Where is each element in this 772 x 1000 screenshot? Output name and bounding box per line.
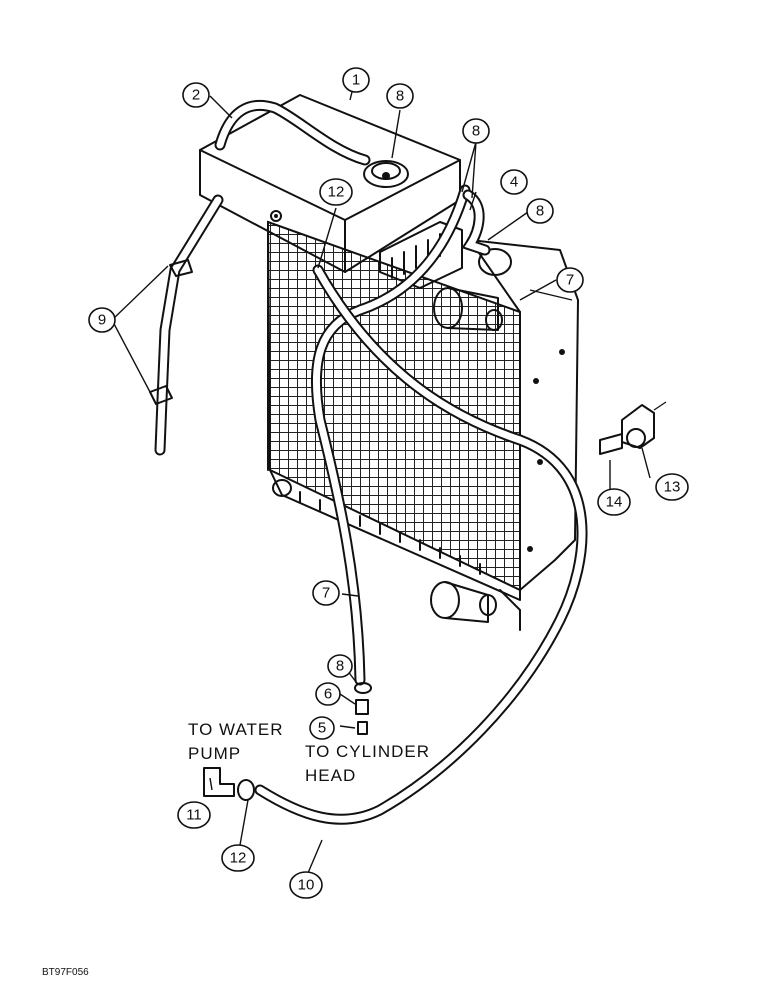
callout-10: 10 [289, 871, 323, 899]
svg-text:6: 6 [324, 686, 332, 703]
svg-text:2: 2 [192, 87, 200, 104]
hose-4 [461, 189, 491, 256]
note-water-pump-line1: TO WATER [188, 720, 284, 739]
callout-12-top: 12 [319, 178, 353, 206]
figure-id: BT97F056 [42, 967, 89, 978]
callout-7-lower: 7 [312, 580, 340, 606]
leader-lines [111, 79, 651, 874]
callout-7-right: 7 [556, 267, 584, 293]
callout-1: 1 [342, 67, 370, 93]
svg-text:1: 1 [352, 72, 360, 89]
callout-8-cap: 8 [386, 83, 414, 109]
radiator-side-tank [469, 239, 579, 631]
callout-14: 14 [597, 488, 631, 516]
svg-text:4: 4 [510, 174, 518, 191]
bracket-and-bolt [599, 401, 667, 455]
svg-text:9: 9 [98, 312, 106, 329]
callout-2: 2 [182, 82, 210, 108]
radiator-bottom-frame [269, 469, 521, 601]
terminal-block [379, 221, 463, 289]
svg-text:13: 13 [664, 479, 681, 496]
svg-text:14: 14 [606, 494, 623, 511]
hose-7 [310, 184, 471, 686]
svg-text:10: 10 [298, 877, 315, 894]
lower-outlet-pipes [430, 581, 497, 623]
clamps-9 [149, 259, 193, 405]
callout-8-lower: 8 [327, 654, 353, 678]
note-water-pump-line2: PUMP [188, 744, 242, 763]
svg-text:8: 8 [536, 203, 544, 220]
svg-text:8: 8 [336, 658, 344, 675]
radiator-cap [363, 160, 409, 188]
overflow-hose [154, 99, 371, 456]
callout-11: 11 [177, 801, 211, 829]
hose-10 [254, 264, 588, 825]
water-pump-fitting [203, 767, 255, 801]
lower-fittings [354, 682, 372, 735]
callout-6: 6 [315, 682, 341, 706]
note-cylinder-head-line2: HEAD [305, 766, 357, 785]
note-cylinder-head-line1: TO CYLINDER [305, 742, 430, 761]
callout-9: 9 [88, 307, 116, 333]
callout-5: 5 [309, 716, 335, 740]
callout-4: 4 [500, 169, 528, 195]
svg-text:7: 7 [566, 272, 574, 289]
svg-text:5: 5 [318, 720, 326, 737]
svg-text:12: 12 [328, 184, 345, 201]
callout-8-right: 8 [526, 198, 554, 224]
svg-text:8: 8 [472, 123, 480, 140]
callout-8-top: 8 [462, 118, 490, 144]
callout-13: 13 [655, 473, 689, 501]
svg-text:7: 7 [322, 585, 330, 602]
note-to-cylinder-head: TO CYLINDER HEAD [305, 740, 430, 788]
svg-text:12: 12 [230, 850, 247, 867]
svg-text:8: 8 [396, 88, 404, 105]
upper-outlet-pipes [433, 248, 512, 331]
callout-12-lower: 12 [221, 844, 255, 872]
note-to-water-pump: TO WATER PUMP [188, 718, 284, 766]
svg-text:11: 11 [186, 807, 202, 824]
